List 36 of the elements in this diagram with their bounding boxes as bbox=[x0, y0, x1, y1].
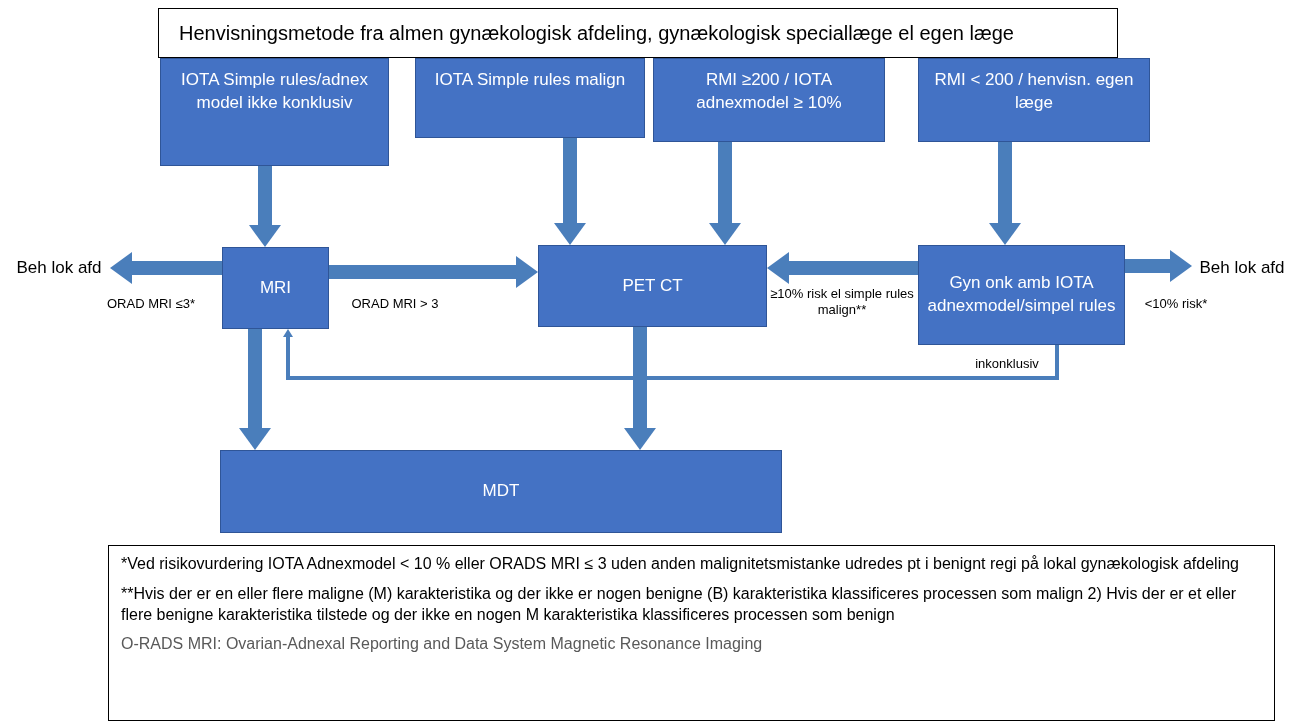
arrow bbox=[1125, 250, 1192, 282]
process-box bbox=[415, 58, 645, 138]
arrow bbox=[709, 142, 741, 245]
arrow bbox=[110, 252, 222, 284]
footnote-text: **Hvis der er en eller flere maligne (M) karakteristika og der ikke er nogen benigne (B) karakteristika klassificeres processen som malign 2) Hvis der er et eller flere benigne karakteristika tilstede og der ikke en nogen M karakteristika klassificeres processen som benign bbox=[121, 583, 1238, 625]
footnote-box bbox=[108, 545, 1275, 721]
edge-label: ≥10% risk el simple rules malign** bbox=[768, 286, 916, 319]
process-box bbox=[538, 245, 767, 327]
process-box bbox=[222, 247, 329, 329]
arrow bbox=[283, 329, 1059, 380]
arrow bbox=[989, 142, 1021, 245]
arrow bbox=[249, 166, 281, 247]
title-text: Henvisningsmetode fra almen gynækologisk afdeling, gynækologisk speciallæge el egen læge bbox=[179, 21, 1014, 45]
box-label: RMI ≥200 / IOTA adnexmodel ≥ 10% bbox=[695, 69, 843, 114]
box-label: PET CT bbox=[622, 274, 683, 297]
box-label: MRI bbox=[259, 276, 292, 299]
box-label: MDT bbox=[482, 480, 520, 503]
process-box bbox=[160, 58, 389, 166]
arrow bbox=[624, 327, 656, 450]
arrow bbox=[767, 252, 918, 284]
box-label: IOTA Simple rules/adnex model ikke konklusiv bbox=[180, 69, 369, 114]
box-label: IOTA Simple rules malign bbox=[434, 69, 626, 91]
footnote-text: *Ved risikovurdering IOTA Adnexmodel < 10 % eller ORADS MRI ≤ 3 uden anden malignitetsmistanke udredes pt i benignt regi på lokal gynækologisk afdeling bbox=[121, 554, 1239, 574]
box-label: Gyn onk amb IOTA adnexmodel/simpel rules bbox=[927, 272, 1116, 317]
arrow bbox=[239, 329, 271, 450]
outcome-text: Beh lok afd bbox=[1192, 256, 1292, 280]
process-box bbox=[653, 58, 885, 142]
arrow bbox=[329, 256, 538, 288]
box-label: RMI < 200 / henvisn. egen læge bbox=[933, 69, 1135, 114]
title-box bbox=[158, 8, 1118, 58]
process-box bbox=[220, 450, 782, 533]
process-box bbox=[918, 245, 1125, 345]
process-box bbox=[918, 58, 1150, 142]
arrow bbox=[554, 138, 586, 245]
outcome-text: Beh lok afd bbox=[8, 256, 110, 280]
footnote-text: O-RADS MRI: Ovarian-Adnexal Reporting and Data System Magnetic Resonance Imaging bbox=[121, 634, 763, 655]
